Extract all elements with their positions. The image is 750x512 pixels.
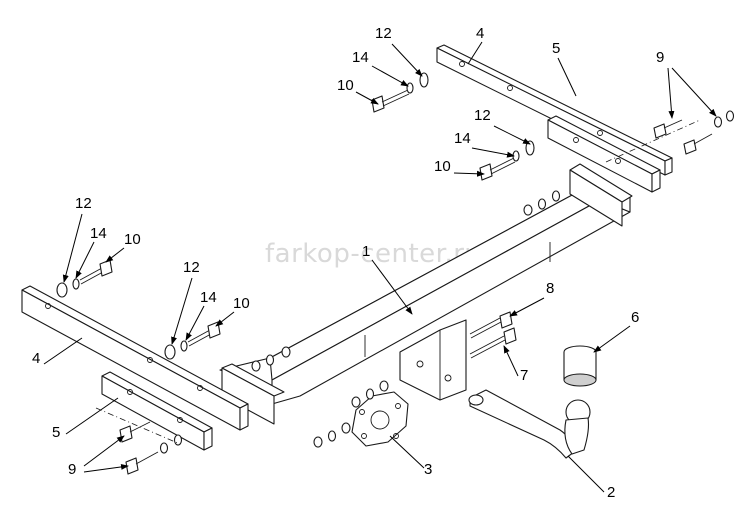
callout-10-mid: 10	[434, 158, 451, 175]
leader-10-left	[105, 247, 125, 263]
leader-14-left	[75, 241, 95, 279]
leader-9-upper-b	[671, 67, 717, 117]
bolt-set-8-7	[469, 311, 517, 359]
callout-14-upper: 14	[352, 49, 369, 66]
callout-7: 7	[520, 367, 528, 384]
upper-spacer-plate	[547, 115, 661, 193]
leader-14-upper	[371, 65, 409, 87]
left-side-bracket	[21, 285, 249, 431]
callout-8: 8	[546, 280, 554, 297]
nut-set-left	[251, 346, 291, 372]
tow-ball-neck	[468, 389, 591, 459]
callout-12-center: 12	[183, 259, 200, 276]
callout-14-left: 14	[90, 225, 107, 242]
socket-plate	[351, 391, 409, 447]
callout-12-left: 12	[75, 195, 92, 212]
callout-14-mid: 14	[454, 130, 471, 147]
leader-12-left	[62, 213, 83, 283]
leader-10-mid	[453, 170, 485, 177]
callout-4-upper: 4	[476, 25, 484, 42]
callout-10-upper: 10	[337, 77, 354, 94]
leader-7	[503, 345, 519, 377]
callout-2: 2	[607, 484, 615, 501]
leader-4-upper	[467, 41, 483, 65]
callout-10-center: 10	[233, 295, 250, 312]
bolt-set-upper	[371, 72, 429, 113]
callout-6: 6	[631, 309, 639, 326]
leader-14-center	[185, 305, 205, 341]
leader-10-upper	[355, 91, 379, 105]
leader-14-mid	[471, 147, 515, 158]
callout-5-upper: 5	[552, 40, 560, 57]
leader-9-upper-a	[667, 67, 675, 119]
left-spacer-plate	[101, 371, 213, 451]
leader-1	[371, 259, 413, 315]
bolt-set-upper-2	[479, 140, 535, 181]
nut-set-right	[523, 190, 561, 216]
callout-12-mid: 12	[474, 107, 491, 124]
callout-5-left: 5	[52, 424, 60, 441]
leader-3	[389, 435, 425, 469]
leader-12-mid	[493, 125, 531, 145]
leader-9-left-b	[83, 463, 129, 473]
upper-side-bracket	[436, 44, 673, 176]
callout-14-center: 14	[200, 289, 217, 306]
ball-cap	[563, 345, 597, 387]
leader-2	[567, 455, 605, 493]
callout-4-left: 4	[32, 350, 40, 367]
bolt-set-center	[313, 380, 389, 448]
callout-3: 3	[424, 461, 432, 478]
center-mount-bracket	[399, 319, 467, 401]
leader-12-upper	[391, 43, 423, 77]
leader-8	[509, 297, 545, 317]
leader-10-center	[215, 311, 235, 327]
leader-6	[593, 325, 631, 353]
leader-9-left-a	[83, 435, 125, 467]
axis-line-lower	[95, 407, 181, 445]
leader-5-left	[65, 397, 119, 435]
beam-left-end-plate	[221, 363, 285, 425]
leader-4-left	[43, 337, 83, 365]
bolt-set-upper-right	[653, 110, 735, 155]
axis-line-upper	[605, 119, 701, 163]
callout-10-left: 10	[124, 231, 141, 248]
callout-9-upper: 9	[656, 49, 664, 66]
callout-9-left: 9	[68, 461, 76, 478]
beam-right-end-plate	[569, 163, 633, 227]
leader-5-upper	[557, 57, 577, 97]
leader-12-center	[171, 277, 193, 345]
callout-12-upper: 12	[375, 25, 392, 42]
callout-1: 1	[362, 243, 370, 260]
